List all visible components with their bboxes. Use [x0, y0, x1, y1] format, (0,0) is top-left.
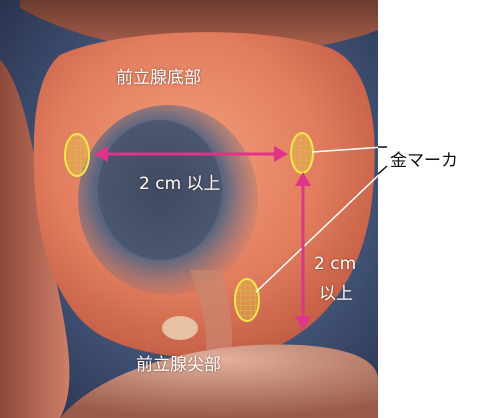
- gold-marker-right: [291, 133, 313, 173]
- vertical-distance-label-line2: 以上: [319, 286, 353, 303]
- vertical-distance-label-line1: 2 cm: [314, 256, 356, 273]
- gold-marker-lower: [235, 279, 259, 321]
- apex-nodule: [162, 316, 198, 340]
- callout-line-lower-outside: [378, 166, 387, 174]
- prostate-apex-label: 前立腺尖部: [136, 357, 221, 374]
- gold-marker-label: 金マーカ: [390, 153, 458, 170]
- horizontal-distance-label: 2 cm 以上: [139, 176, 221, 193]
- gold-marker-left: [65, 134, 89, 176]
- prostate-base-label: 前立腺底部: [116, 70, 201, 87]
